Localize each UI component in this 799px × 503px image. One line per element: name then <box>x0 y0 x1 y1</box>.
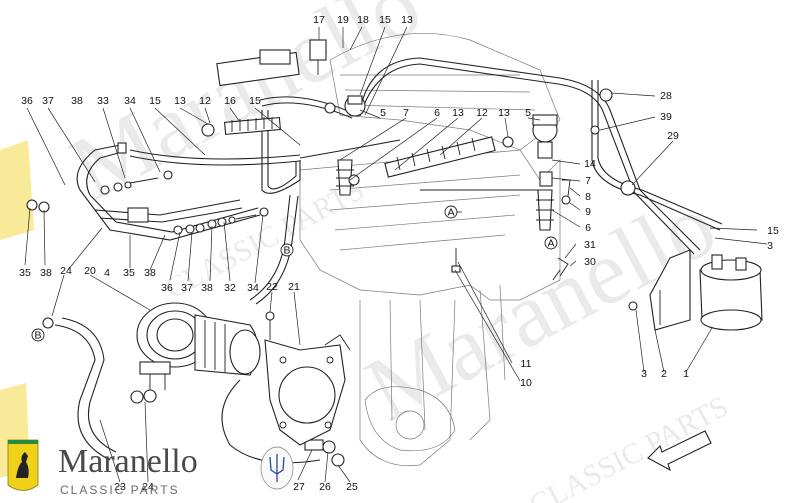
callout-labels: 17 19 18 15 13 36 37 38 33 34 15 13 12 1… <box>19 14 779 493</box>
charcoal-canister <box>649 249 763 331</box>
hose-to-pump <box>249 194 291 301</box>
callout-label: 5 <box>525 107 531 119</box>
callout-label: 20 <box>84 265 96 277</box>
brand-subtitle: CLASSIC PARTS <box>60 483 180 497</box>
ref-marker-b: B <box>280 243 294 257</box>
hose-top-right <box>359 57 701 251</box>
front-direction-arrow <box>647 430 712 472</box>
callout-label: 22 <box>266 281 278 293</box>
callout-label: 4 <box>104 267 110 279</box>
callout-label: 14 <box>584 158 596 170</box>
callout-label: 7 <box>403 107 409 119</box>
callout-label: 38 <box>201 282 213 294</box>
callout-label: 15 <box>379 14 391 26</box>
callout-label: 6 <box>434 107 440 119</box>
callout-label: 38 <box>144 267 156 279</box>
ref-marker-a: A <box>444 205 462 219</box>
valves <box>216 39 558 159</box>
hose-15-left <box>129 149 301 160</box>
svg-text:A: A <box>447 207 454 219</box>
callout-label: 24 <box>142 481 154 493</box>
callout-label: 6 <box>585 222 591 234</box>
svg-text:B: B <box>283 245 290 257</box>
hoses <box>54 57 723 464</box>
callout-label: 3 <box>767 240 773 252</box>
ref-marker-a: A <box>544 236 558 250</box>
callout-label: 39 <box>660 111 672 123</box>
callout-label: 30 <box>584 256 596 268</box>
callout-label: 13 <box>452 107 464 119</box>
callout-label: 13 <box>174 95 186 107</box>
brand-block: Maranello CLASSIC PARTS <box>7 439 294 497</box>
air-pump <box>136 302 261 390</box>
callout-label: 5 <box>380 107 386 119</box>
watermark: Maranello Maranello CLASSIC PARTS CLASSI… <box>54 0 733 503</box>
callout-label: 2 <box>661 368 667 380</box>
callout-label: 26 <box>319 481 331 493</box>
prancing-horse-badge <box>7 439 39 491</box>
callout-label: 12 <box>199 95 211 107</box>
callout-label: 15 <box>767 225 779 237</box>
ref-marker-b: B <box>31 328 45 342</box>
mounting-bracket <box>264 334 351 446</box>
valve-17 <box>309 39 327 61</box>
callout-label: 11 <box>521 358 532 370</box>
callout-label: 37 <box>181 282 193 294</box>
callout-label: 13 <box>498 107 510 119</box>
corrugated-hoses <box>223 116 496 178</box>
trident-badge <box>260 446 294 490</box>
callout-label: 12 <box>476 107 488 119</box>
callout-label: 28 <box>660 90 672 102</box>
reference-markers: A A B B <box>31 205 558 342</box>
callout-label: 21 <box>288 281 300 293</box>
callout-label: 36 <box>21 95 33 107</box>
callout-label: 15 <box>149 95 161 107</box>
hose-mid <box>299 139 401 159</box>
hose-right-vertical <box>591 80 721 231</box>
callout-label: 29 <box>667 130 679 142</box>
callout-label: 7 <box>585 175 591 187</box>
callout-label: 19 <box>337 14 349 26</box>
hose-upper-left <box>259 96 351 113</box>
callout-label: 17 <box>313 14 325 26</box>
corrugated-hose-16 <box>223 116 282 135</box>
callout-label: 13 <box>401 14 413 26</box>
callout-label: 36 <box>161 282 173 294</box>
callout-label: 34 <box>247 282 259 294</box>
callout-label: 24 <box>60 265 72 277</box>
callout-label: 35 <box>19 267 31 279</box>
callout-label: 31 <box>584 239 596 251</box>
callout-label: 35 <box>123 267 135 279</box>
callout-label: 27 <box>293 481 305 493</box>
callout-label: 23 <box>114 481 126 493</box>
side-badges <box>0 140 34 478</box>
callout-label: 32 <box>224 282 236 294</box>
callout-label: 16 <box>224 95 236 107</box>
callout-label: 15 <box>249 95 261 107</box>
callout-label: 33 <box>97 95 109 107</box>
callout-label: 25 <box>346 481 358 493</box>
callout-label: 8 <box>585 191 591 203</box>
svg-text:A: A <box>547 238 554 250</box>
callout-label: 34 <box>124 95 136 107</box>
corrugated-hose-12 <box>384 136 496 178</box>
callout-label: 38 <box>40 267 52 279</box>
hose-lower-left <box>54 324 111 461</box>
metal-pipe-assembly <box>76 142 261 241</box>
callout-label: 37 <box>42 95 54 107</box>
callout-label: 10 <box>520 377 532 389</box>
callout-label: 18 <box>357 14 369 26</box>
leader-lines <box>24 26 768 483</box>
callout-label: 1 <box>683 368 689 380</box>
callout-label: 38 <box>71 95 83 107</box>
callout-label: 3 <box>641 368 647 380</box>
callout-label: 9 <box>585 206 591 218</box>
brand-title: Maranello <box>58 443 198 480</box>
svg-text:B: B <box>34 330 41 342</box>
